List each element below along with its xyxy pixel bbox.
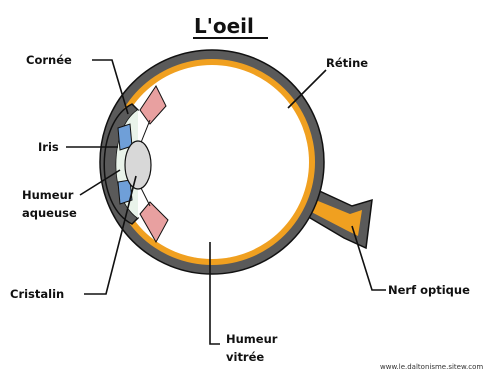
label-iris: Iris bbox=[38, 140, 59, 154]
label-humeur-vitree-line2: vitrée bbox=[226, 350, 264, 364]
source-credit: www.le.daltonisme.sitew.com bbox=[380, 363, 483, 371]
label-retine: Rétine bbox=[326, 56, 368, 70]
label-humeur-vitree-line1: Humeur bbox=[226, 332, 278, 346]
diagram-title: L'oeil bbox=[194, 14, 254, 38]
label-cristalin: Cristalin bbox=[10, 287, 64, 301]
label-humeur-aqueuse-line2: aqueuse bbox=[22, 206, 77, 220]
lens bbox=[125, 141, 151, 189]
label-humeur-aqueuse-line1: Humeur bbox=[22, 188, 74, 202]
label-cornee: Cornée bbox=[26, 53, 72, 67]
label-nerf-optique: Nerf optique bbox=[388, 283, 470, 297]
